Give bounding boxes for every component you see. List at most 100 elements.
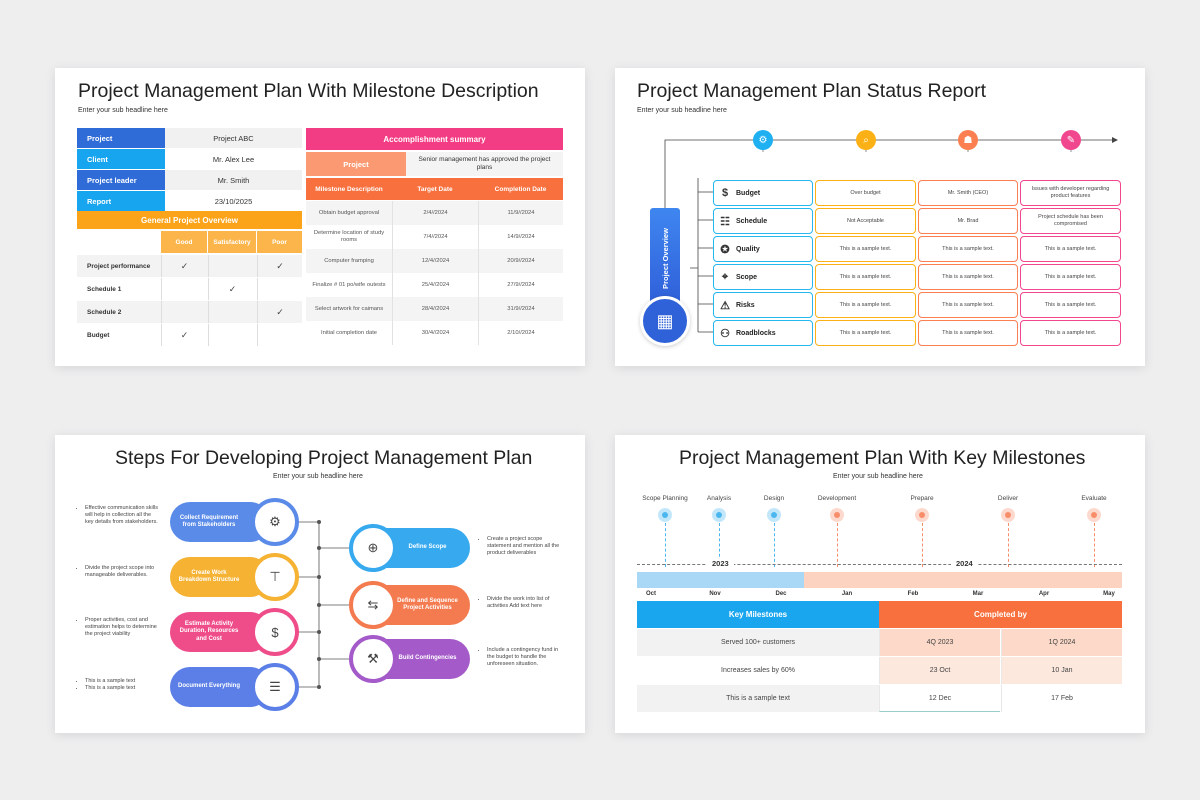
month-label: Feb [907, 591, 919, 597]
month-label: May [1103, 591, 1115, 597]
milestone-col-header: Target Date [417, 185, 453, 193]
note-item: Create a project scope statement and men… [487, 536, 565, 557]
milestone-cell: 2/4//2024 [392, 201, 478, 225]
overview-row: Project performance ✓ ✓ [77, 255, 302, 277]
milestone-line [922, 523, 923, 567]
component-label: Budget [736, 189, 761, 197]
project-overview-bar: Project Overview [650, 208, 680, 308]
header-status: Status [854, 161, 877, 169]
quality-icon: ✪ [720, 243, 730, 256]
completed-by-cell: 1Q 2024 [1001, 629, 1122, 656]
slide-subtitle: Enter your sub headline here [637, 107, 727, 114]
overview-title: General Project Overview [77, 211, 302, 229]
completed-by-cell: 23 Oct [879, 657, 1000, 684]
slide-steps[interactable]: Steps For Developing Project Management … [55, 435, 585, 733]
status-header-icon: ⌕ [856, 130, 876, 150]
owner-cell: This is a sample text. [918, 236, 1018, 262]
slide-title: Project Management Plan With Key Milesto… [679, 447, 1086, 469]
status-cell: This is a sample text. [815, 292, 916, 318]
left-note: Proper activities, cost and estimation h… [77, 617, 159, 638]
milestone-cell: Obtain budget approval [318, 209, 380, 216]
year-2024: 2024 [951, 559, 978, 568]
milestone-dot [1001, 508, 1015, 522]
overview-row: Schedule 1✓ [77, 278, 302, 300]
milestone-cell: Finalize # 01 po/wife outests [312, 281, 386, 288]
overview-cell: ✓ [257, 301, 302, 323]
milestone-cell: 2/10//2024 [478, 321, 563, 345]
slide-status-report[interactable]: Project Management Plan Status Report En… [615, 68, 1145, 366]
month-label: Jan [841, 591, 853, 597]
component-label: Schedule [736, 217, 768, 225]
milestone-cell: 28/4//2024 [392, 297, 478, 321]
overview-cell [257, 324, 302, 346]
completed-by-header: Completed by [879, 601, 1122, 628]
left-note: Divide the project scope into manageable… [77, 565, 159, 579]
milestone-label: Analysis [706, 495, 732, 502]
milestone-label: Deliver [997, 495, 1019, 502]
hierarchy-icon: ⊤ [251, 553, 299, 601]
milestone-dot [830, 508, 844, 522]
milestone-col-header: Milestone Description [315, 185, 383, 193]
key-milestones-header: Key Milestones [637, 601, 879, 628]
info-label: Report [77, 191, 165, 211]
check-icon: ✓ [276, 306, 284, 317]
overview-icon: ▦ [640, 296, 690, 346]
right-note: Create a project scope statement and men… [479, 536, 565, 557]
info-value: 23/10/2025 [165, 191, 302, 211]
overview-row: Schedule 2 ✓ [77, 301, 302, 323]
component-risks: ⚠Risks [713, 292, 813, 318]
overview-col-header: Poor [257, 231, 302, 253]
milestone-cell: Initial completion date [320, 329, 378, 336]
notes-cell: This is a sample text. [1020, 264, 1121, 290]
milestone-dot [1087, 508, 1101, 522]
overview-row-label: Schedule 2 [87, 308, 122, 316]
overview-cell: ✓ [161, 324, 207, 346]
overview-row-label: Project performance [87, 262, 151, 270]
component-label: Scope [736, 273, 758, 281]
left-note: This is a sample textThis is a sample te… [77, 678, 159, 692]
year-2023: 2023 [707, 559, 734, 568]
scope-icon: ⌖ [721, 270, 729, 283]
check-icon: ✓ [180, 260, 189, 271]
milestone-cell: 27/9//2024 [478, 273, 563, 297]
slide-key-milestones[interactable]: Project Management Plan With Key Milesto… [615, 435, 1145, 733]
header-component: Component [743, 161, 783, 169]
slide-title: Project Management Plan Status Report [637, 80, 987, 102]
sequence-icon: ⇆ [349, 581, 397, 629]
milestone-line [837, 523, 838, 567]
month-label: Oct [645, 591, 657, 597]
team-header-icon: ☗ [958, 130, 978, 150]
slide-milestone-description[interactable]: Project Management Plan With Milestone D… [55, 68, 585, 366]
completed-by-cell: 12 Dec [879, 685, 1000, 712]
roadblocks-icon: ⚇ [720, 327, 730, 340]
slide-title: Steps For Developing Project Management … [115, 447, 533, 469]
milestone-line [719, 523, 720, 567]
owner-cell: This is a sample text. [918, 264, 1018, 290]
notes-cell: This is a sample text. [1020, 320, 1121, 346]
milestone-cell: 11/9//2024 [478, 201, 563, 225]
overview-cell [161, 278, 207, 300]
month-label: Dec [775, 591, 787, 597]
milestone-col-header: Completion Date [494, 185, 547, 193]
overview-row: Budget✓ [77, 324, 302, 346]
overview-cell [161, 301, 207, 323]
milestone-line [665, 523, 666, 567]
info-value: Mr. Alex Lee [165, 149, 302, 169]
project-overview-label: Project Overview [660, 227, 670, 289]
month-label: Nov [709, 591, 721, 597]
overview-cell: ✓ [208, 278, 256, 300]
overview-cell [257, 278, 302, 300]
milestone-name: Increases sales by 60% [637, 657, 879, 684]
status-cell: Over budget [815, 180, 916, 206]
month-label: Apr [1038, 591, 1050, 597]
slide-subtitle: Enter your sub headline here [273, 473, 363, 480]
info-label: Project leader [77, 170, 165, 190]
milestone-cell: Determine location of study rooms [313, 230, 385, 243]
notes-cell: This is a sample text. [1020, 236, 1121, 262]
overview-cell: ✓ [257, 255, 302, 277]
check-icon: ✓ [180, 329, 189, 340]
